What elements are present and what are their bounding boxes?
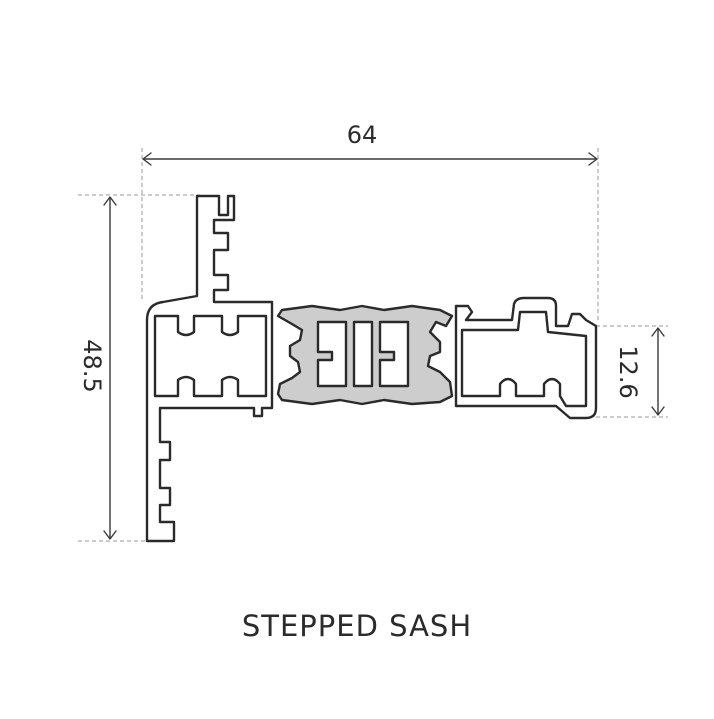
outer-aluminium-profile <box>454 296 598 420</box>
thermal-break <box>276 304 454 406</box>
height-dimension-label: 48.5 <box>78 339 106 392</box>
step-dimension: 12.6 <box>614 327 665 416</box>
inner-aluminium-profile <box>145 194 274 543</box>
width-dimension-label: 64 <box>347 121 378 149</box>
extension-lines <box>78 148 668 542</box>
step-dimension-label: 12.6 <box>614 345 642 398</box>
diagram-caption: STEPPED SASH <box>241 609 473 643</box>
width-dimension: 64 <box>142 121 598 166</box>
height-dimension: 48.5 <box>78 196 117 540</box>
